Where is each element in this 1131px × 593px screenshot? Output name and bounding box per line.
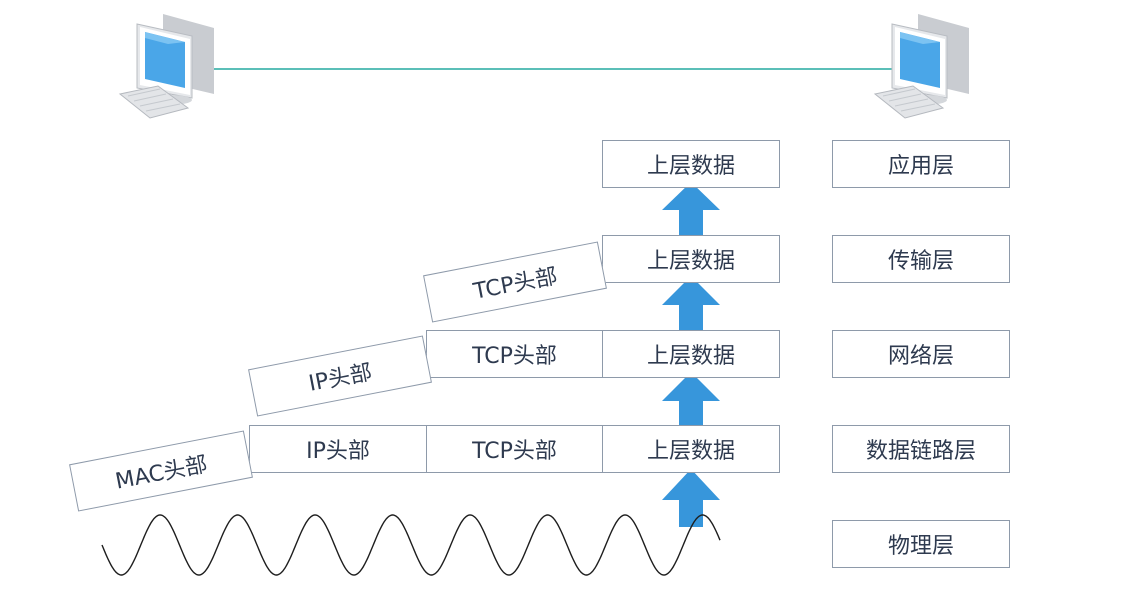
upper-data-label: 上层数据 bbox=[646, 249, 735, 274]
layer-name: 应用层 bbox=[887, 154, 954, 179]
tcp-header-label: TCP头部 bbox=[472, 439, 557, 464]
left-computer-icon bbox=[118, 14, 214, 119]
layer-label-datalink: 数据链路层 bbox=[832, 425, 1010, 473]
upper-data-label: 上层数据 bbox=[646, 154, 735, 179]
layer-name: 传输层 bbox=[887, 249, 954, 274]
up-arrow-icon bbox=[662, 182, 720, 237]
ip-header-label: IP头部 bbox=[306, 439, 370, 464]
layer-label-application: 应用层 bbox=[832, 140, 1010, 188]
tcp-header-box-datalink: TCP头部 bbox=[426, 425, 603, 473]
upper-data-box-network: 上层数据 bbox=[602, 330, 780, 378]
upper-data-label: 上层数据 bbox=[646, 344, 735, 369]
upper-data-box-transport: 上层数据 bbox=[602, 235, 780, 283]
upper-data-label: 上层数据 bbox=[646, 439, 735, 464]
layer-name: 数据链路层 bbox=[865, 439, 976, 464]
ip-header-label: IP头部 bbox=[306, 360, 375, 397]
layer-label-physical: 物理层 bbox=[832, 520, 1010, 568]
mac-header-label: MAC头部 bbox=[113, 452, 210, 495]
tcp-header-box-network: TCP头部 bbox=[426, 330, 603, 378]
upper-data-box-application: 上层数据 bbox=[602, 140, 780, 188]
up-arrow-icon bbox=[662, 372, 720, 427]
layer-label-network: 网络层 bbox=[832, 330, 1010, 378]
layer-name: 网络层 bbox=[887, 344, 954, 369]
ip-header-box-datalink: IP头部 bbox=[249, 425, 427, 473]
sine-wave-icon bbox=[101, 514, 721, 576]
upper-data-box-datalink: 上层数据 bbox=[602, 425, 780, 473]
layer-name: 物理层 bbox=[887, 534, 954, 559]
up-arrow-icon bbox=[662, 276, 720, 332]
tcp-header-label: TCP头部 bbox=[472, 344, 557, 369]
right-computer-icon bbox=[873, 14, 969, 119]
tcp-header-label: TCP头部 bbox=[471, 264, 560, 305]
up-arrow-icon bbox=[662, 469, 720, 527]
layer-label-transport: 传输层 bbox=[832, 235, 1010, 283]
